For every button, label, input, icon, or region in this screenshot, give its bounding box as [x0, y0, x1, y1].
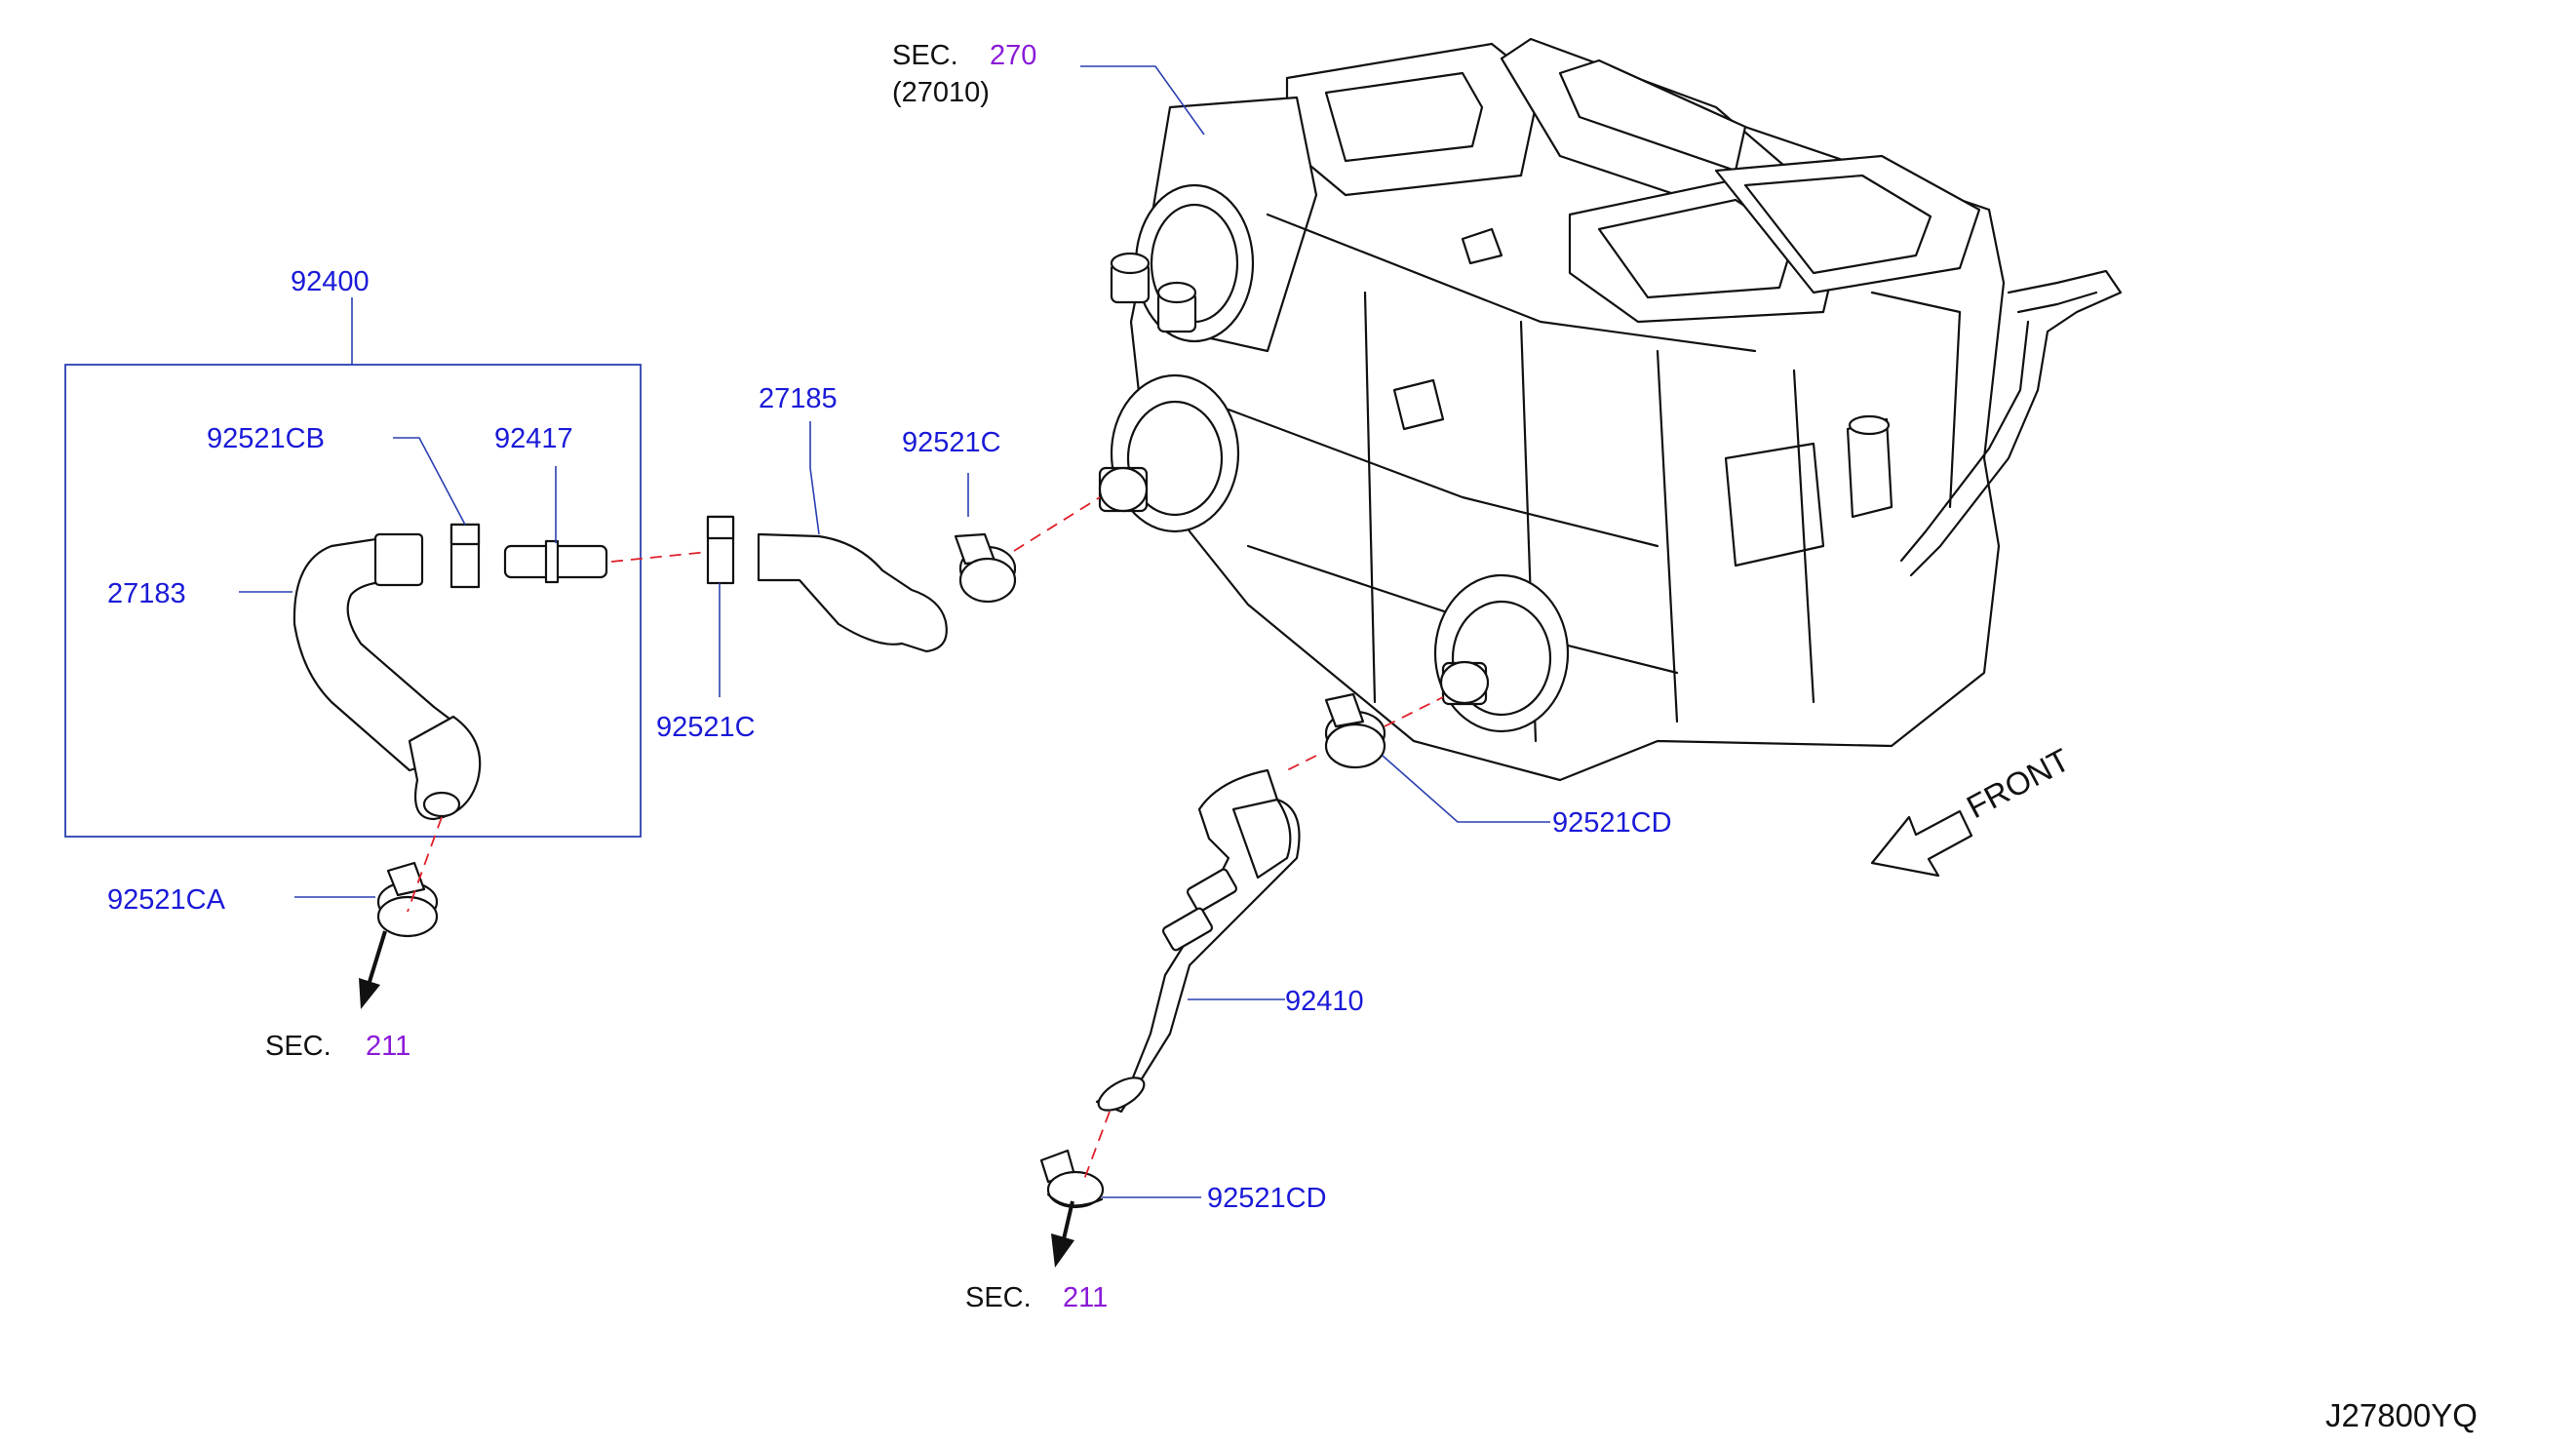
joint-92417: [503, 539, 608, 584]
part-92417-label[interactable]: 92417: [494, 423, 573, 454]
clip-92521c-mid: [706, 515, 735, 585]
clamp-92521cd-right: [1324, 692, 1386, 769]
part-92410-label[interactable]: 92410: [1285, 986, 1364, 1017]
part-92521cd-right-label[interactable]: 92521CD: [1552, 807, 1672, 839]
front-label: FRONT: [1961, 741, 2076, 825]
sec-270-prefix: SEC.: [892, 40, 958, 71]
centerlines: [407, 496, 1444, 1186]
part-92521ca-label[interactable]: 92521CA: [107, 884, 226, 916]
clamp-92521c-upper: [954, 532, 1017, 604]
part-27185-label[interactable]: 27185: [759, 383, 838, 414]
hose-27185: [757, 532, 948, 653]
part-92521c-lower-label[interactable]: 92521C: [656, 712, 756, 743]
part-92521cd-bottom-label[interactable]: 92521CD: [1207, 1183, 1327, 1214]
sec-270-number[interactable]: 270: [990, 40, 1036, 71]
hose-92410: [1095, 768, 1301, 1114]
diagram-id: J27800YQ: [2325, 1397, 2478, 1433]
sec-211-bottom-prefix: SEC.: [965, 1282, 1032, 1313]
clip-92521cb: [449, 523, 481, 589]
part-92521cb-label[interactable]: 92521CB: [207, 423, 325, 454]
part-92521c-upper-label[interactable]: 92521C: [902, 427, 1001, 458]
flow-arrow-left: [359, 930, 387, 1009]
kit-92400-box: [64, 364, 642, 838]
heater-unit-illustration: [1098, 37, 2123, 782]
sec-211-left-number[interactable]: 211: [366, 1031, 410, 1062]
clamp-92521ca: [376, 861, 439, 938]
sec-211-left-prefix: SEC.: [265, 1031, 332, 1062]
flow-arrow-bottom: [1051, 1200, 1074, 1268]
part-27183-label[interactable]: 27183: [107, 578, 186, 609]
leader-lines: [239, 65, 1550, 1198]
front-direction-arrow: [1870, 809, 1973, 878]
part-92400-label[interactable]: 92400: [291, 266, 370, 297]
hose-27183: [293, 532, 482, 821]
clamp-92521cd-bottom: [1039, 1149, 1105, 1209]
sec-270-sub: (27010): [892, 77, 990, 108]
sec-211-bottom-number[interactable]: 211: [1063, 1282, 1108, 1313]
